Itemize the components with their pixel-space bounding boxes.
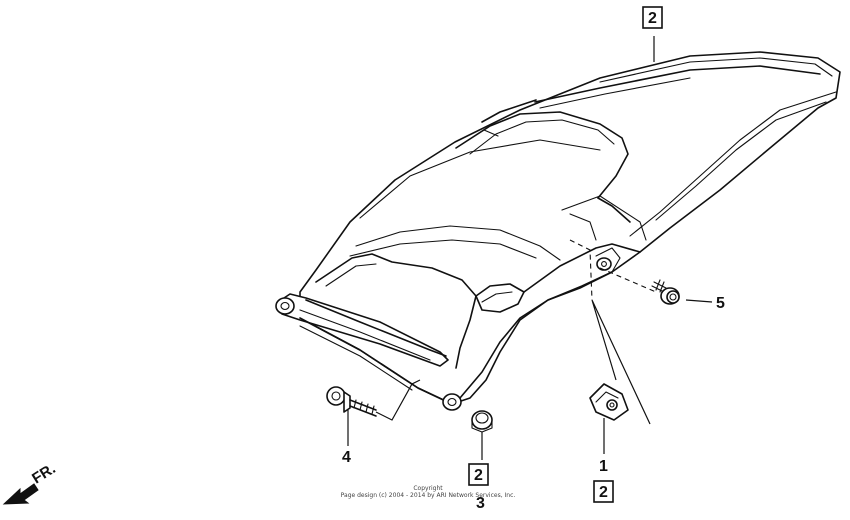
callout-box-top-text: 2 — [648, 10, 657, 27]
arrow-icon — [2, 483, 39, 505]
leader-lines — [347, 36, 713, 460]
copyright-line-1: Copyright — [413, 485, 443, 492]
bolt-part-5[interactable] — [651, 279, 680, 305]
clip-nut-part-1[interactable] — [589, 383, 629, 421]
copyright-line-2: Page design (c) 2004 - 2014 by ARI Netwo… — [341, 492, 516, 499]
collar-part-3[interactable] — [471, 410, 493, 433]
callout-number-5: 5 — [716, 295, 725, 312]
front-direction-arrow: FR. — [2, 460, 59, 505]
front-direction-label: FR. — [29, 460, 59, 487]
callout-box-top: 2 — [642, 6, 663, 29]
callout-number-4: 4 — [342, 449, 351, 466]
callout-box-mid-text: 2 — [474, 467, 483, 484]
callout-number-3: 3 — [476, 495, 485, 512]
bolt-part-4[interactable] — [326, 386, 377, 417]
callout-box-right-text: 2 — [599, 484, 608, 501]
callout-box-right: 2 — [593, 480, 614, 503]
callout-box-mid: 2 — [468, 463, 489, 486]
rear-fender[interactable] — [275, 51, 841, 411]
callout-number-1: 1 — [599, 458, 608, 475]
